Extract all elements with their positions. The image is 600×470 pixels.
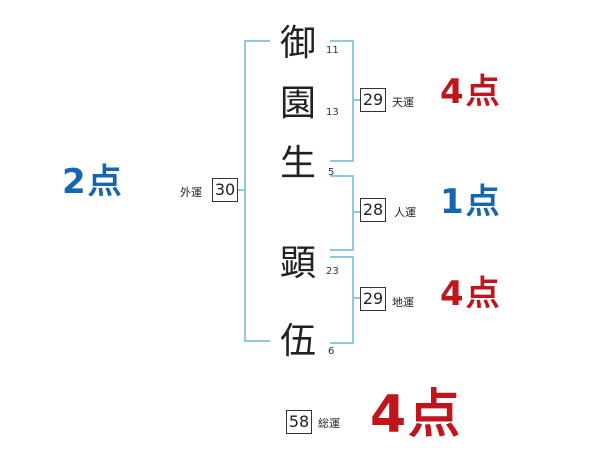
name-char-4: 顕 — [279, 243, 316, 284]
gaiun-label: 外運 — [180, 186, 202, 199]
jinun-bracket-tick — [354, 211, 362, 213]
outer-bracket-tick — [232, 189, 244, 191]
name-char-3: 生 — [279, 143, 316, 184]
stroke-count-5: 6 — [328, 346, 335, 357]
chiun-bracket — [330, 256, 354, 344]
souun-score: 4点 — [370, 385, 463, 445]
name-char-2: 園 — [279, 83, 316, 124]
chiun-value: 29 — [360, 287, 386, 311]
chiun-score: 4点 — [440, 274, 502, 314]
jinun-bracket — [330, 175, 354, 251]
souun-label: 総運 — [318, 417, 340, 430]
gaiun-score: 2点 — [62, 162, 124, 202]
jinun-score: 1点 — [440, 182, 502, 222]
stroke-count-2: 13 — [326, 107, 339, 118]
stroke-count-4: 23 — [326, 266, 339, 277]
name-char-5: 伍 — [279, 321, 316, 362]
tenun-bracket-tick — [354, 99, 362, 101]
gaiun-value: 30 — [212, 178, 238, 202]
stroke-count-1: 11 — [326, 45, 339, 56]
stroke-count-3: 5 — [328, 167, 335, 178]
chiun-label: 地運 — [392, 296, 414, 309]
tenun-bracket — [330, 40, 354, 162]
souun-value: 58 — [286, 410, 312, 434]
chiun-bracket-tick — [354, 297, 362, 299]
tenun-label: 天運 — [392, 96, 414, 109]
name-char-1: 御 — [279, 23, 316, 64]
tenun-value: 29 — [360, 88, 386, 112]
tenun-score: 4点 — [440, 72, 502, 112]
outer-bracket — [244, 40, 270, 342]
jinun-value: 28 — [360, 198, 386, 222]
jinun-label: 人運 — [394, 206, 416, 219]
